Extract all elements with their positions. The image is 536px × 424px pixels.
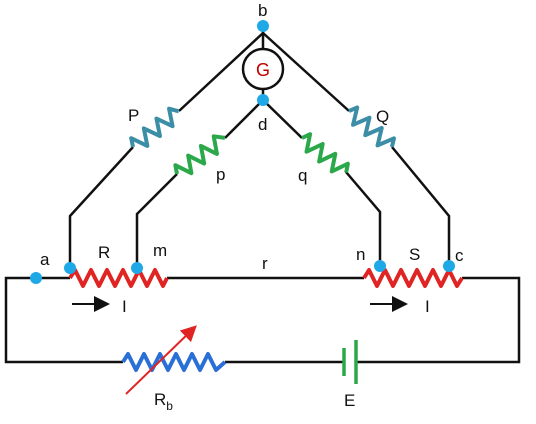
resistor-p (173, 134, 226, 176)
resistor-S (362, 268, 464, 288)
node-n (374, 260, 386, 272)
label-q: q (298, 166, 307, 185)
resistor-P (129, 106, 180, 148)
wire-right-inner-upper (262, 99, 303, 139)
node-d (257, 94, 269, 106)
wire-right-outer-lower (391, 146, 451, 266)
resistor-Rb (121, 352, 227, 372)
label-Rb: Rb (154, 390, 173, 413)
label-E: E (344, 391, 355, 410)
wire-left-outer-lower (68, 146, 134, 268)
label-a: a (40, 250, 50, 269)
wires (4, 26, 521, 364)
label-p: p (216, 165, 225, 184)
resistor-q (301, 132, 350, 174)
wire-right-outer-upper (262, 32, 350, 112)
label-d: d (258, 115, 267, 134)
label-S: S (409, 245, 420, 264)
variable-resistor-icon (125, 325, 197, 395)
battery-icon (342, 340, 358, 384)
galvanometer-icon (241, 47, 285, 91)
label-I-right: I (425, 297, 430, 316)
resistor-R (68, 268, 169, 288)
wire-right-inner-lower (345, 171, 382, 266)
label-n: n (356, 245, 365, 264)
wire-left-inner-upper (224, 99, 264, 139)
label-c: c (455, 246, 464, 265)
node-m (131, 262, 143, 274)
nodes (30, 20, 455, 284)
galvanometer-label: G (256, 60, 270, 80)
label-m: m (153, 241, 167, 260)
wire-left-outer-upper (178, 32, 264, 112)
label-R: R (98, 243, 110, 262)
resistor-Q (348, 105, 396, 148)
wire-left-loop (4, 276, 123, 364)
label-b: b (258, 1, 267, 20)
node-c (443, 260, 455, 272)
label-P: P (128, 106, 139, 125)
node-a (30, 272, 42, 284)
label-I-left: I (122, 297, 127, 316)
node-b (257, 20, 269, 32)
node-a-tap (64, 262, 76, 274)
label-Q: Q (376, 107, 389, 126)
wire-right-loop (357, 276, 521, 364)
label-r: r (262, 254, 268, 273)
label-Rb-main: R (154, 390, 166, 409)
wire-left-inner-lower (135, 173, 178, 268)
label-Rb-sub: b (166, 399, 173, 413)
